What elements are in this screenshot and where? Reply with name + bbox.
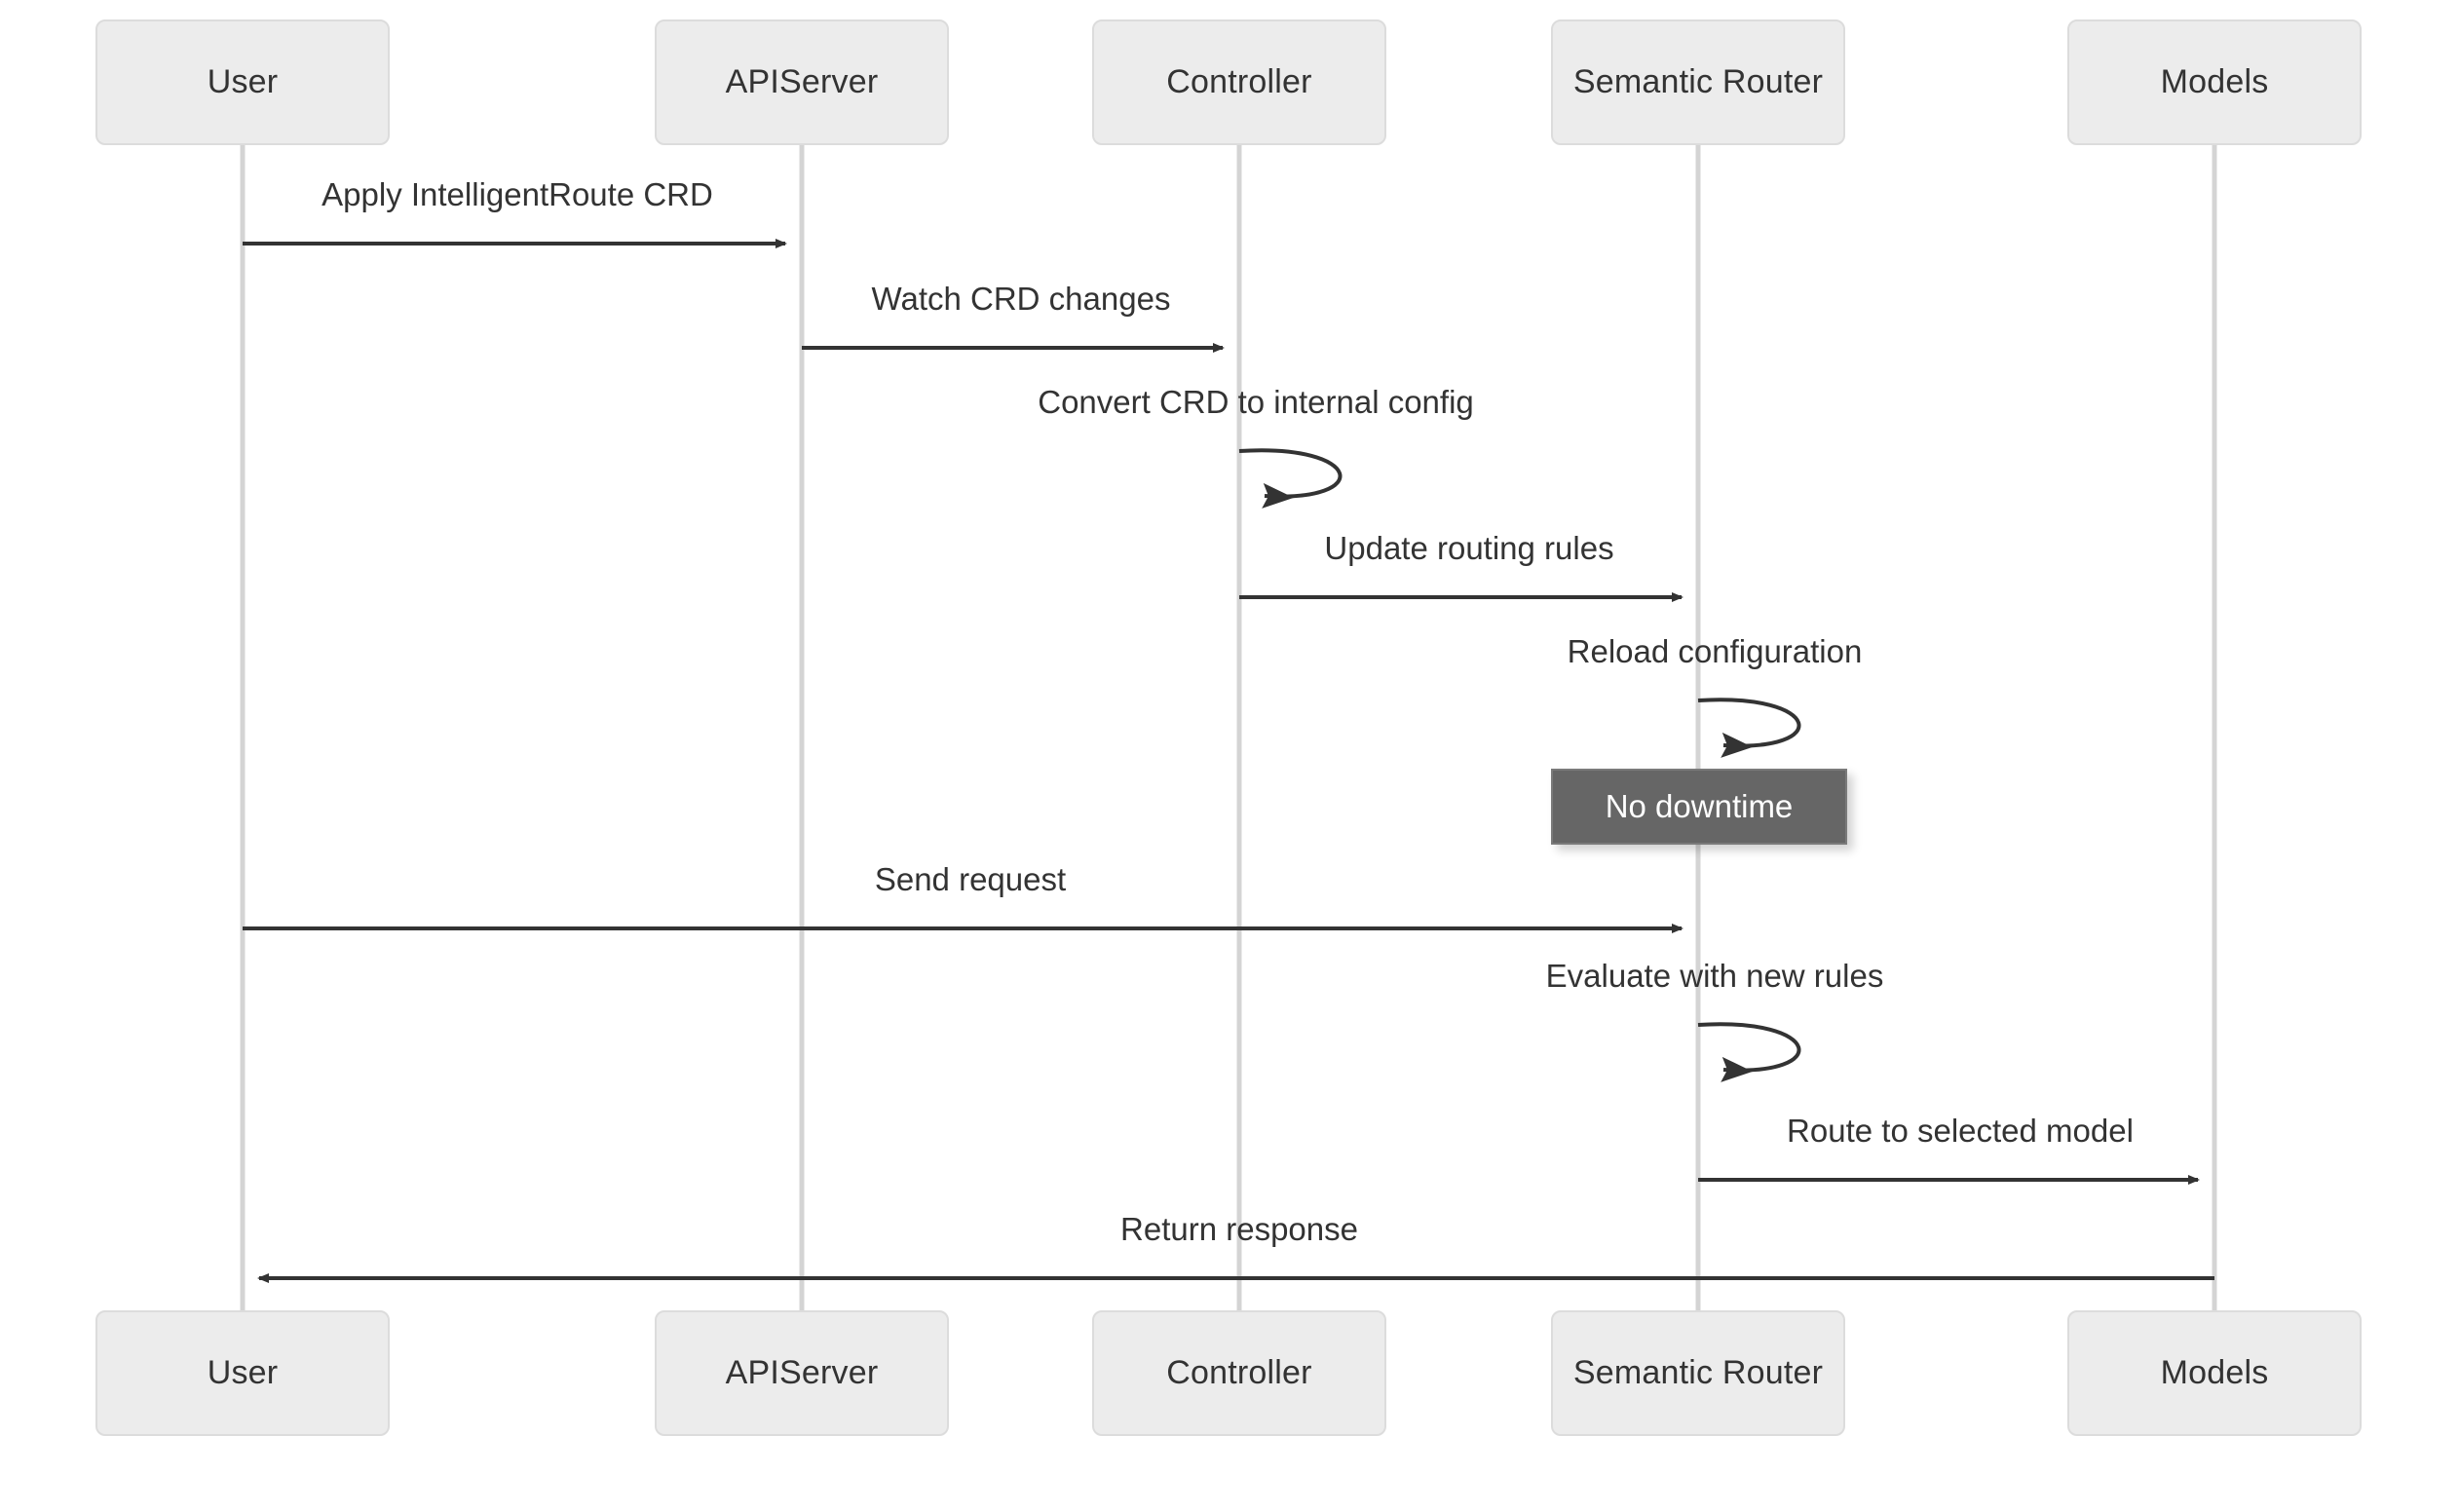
- participant-box-controller-bottom[interactable]: Controller: [1092, 1310, 1386, 1436]
- participant-label-semantic-router-bottom: Semantic Router: [1572, 1354, 1824, 1391]
- message-label-evaluate-with-new-rules: Evaluate with new rules: [1545, 958, 1884, 994]
- participant-box-semantic-router-top[interactable]: Semantic Router: [1551, 19, 1845, 145]
- message-label-return-response: Return response: [1120, 1211, 1358, 1247]
- note-no-downtime: No downtime: [1551, 769, 1847, 845]
- lifelines: [240, 145, 2217, 1310]
- message-arrows: [243, 239, 2214, 1283]
- message-label-send-request: Send request: [874, 861, 1067, 897]
- participant-box-semantic-router-bottom[interactable]: Semantic Router: [1551, 1310, 1845, 1436]
- message-selfloop-reload-configuration: [1697, 698, 1801, 758]
- message-label-convert-crd-to-internal-config: Convert CRD to internal config: [1038, 384, 1474, 420]
- participant-box-user-bottom[interactable]: User: [95, 1310, 390, 1436]
- message-selfloop-evaluate-with-new-rules: [1697, 1022, 1801, 1082]
- message-selfloop-convert-crd-to-internal-config: [1238, 448, 1343, 509]
- participant-label-semantic-router-top: Semantic Router: [1572, 63, 1824, 100]
- message-label-route-to-selected-model: Route to selected model: [1787, 1113, 2134, 1149]
- participant-box-controller-top[interactable]: Controller: [1092, 19, 1386, 145]
- participant-box-apiserver-bottom[interactable]: APIServer: [655, 1310, 949, 1436]
- participant-label-models-bottom: Models: [2160, 1354, 2269, 1391]
- participant-label-apiserver-bottom: APIServer: [725, 1354, 879, 1391]
- message-label-apply-intelligentroute-crd: Apply IntelligentRoute CRD: [322, 176, 713, 212]
- note-label-no-downtime: No downtime: [1605, 788, 1794, 824]
- participant-box-user-top[interactable]: User: [95, 19, 390, 145]
- participant-box-models-top[interactable]: Models: [2067, 19, 2362, 145]
- participant-label-controller-top: Controller: [1166, 63, 1312, 100]
- participant-label-user-bottom: User: [207, 1354, 279, 1391]
- message-label-update-routing-rules: Update routing rules: [1324, 530, 1614, 566]
- participant-label-user-top: User: [207, 63, 279, 100]
- message-label-reload-configuration: Reload configuration: [1567, 633, 1863, 669]
- participant-box-models-bottom[interactable]: Models: [2067, 1310, 2362, 1436]
- participant-box-apiserver-top[interactable]: APIServer: [655, 19, 949, 145]
- participant-label-models-top: Models: [2160, 63, 2269, 100]
- message-label-watch-crd-changes: Watch CRD changes: [871, 281, 1171, 317]
- participant-label-controller-bottom: Controller: [1166, 1354, 1312, 1391]
- participant-label-apiserver-top: APIServer: [725, 63, 879, 100]
